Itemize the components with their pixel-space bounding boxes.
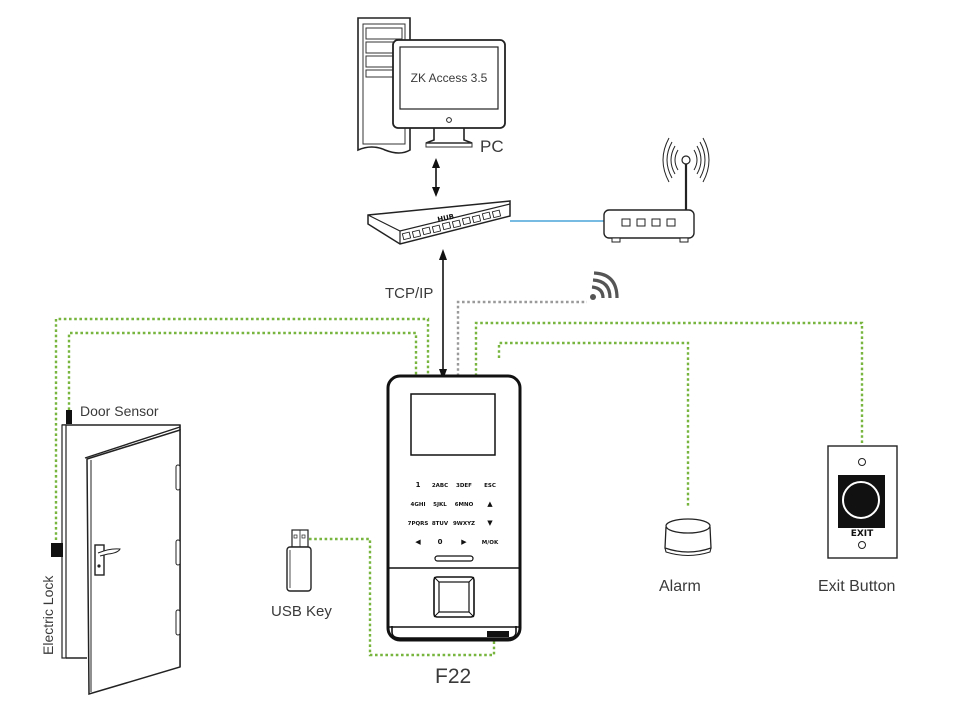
- wire-door-sensor: [67, 331, 418, 410]
- pc-screen: [399, 46, 499, 110]
- door: Door Sensor Electric Lock: [40, 403, 181, 696]
- keypad-key: 0: [438, 538, 443, 546]
- wire-electric-lock: [54, 317, 430, 540]
- exit-face-text: EXIT: [851, 529, 874, 539]
- alarm-label: Alarm: [659, 578, 701, 595]
- alarm: Alarm: [659, 518, 712, 595]
- arrow-pc-hub: [432, 158, 440, 197]
- keypad-key: 7PQRS: [408, 521, 429, 527]
- keypad-key: ▲: [487, 500, 493, 508]
- pc-screen-text: ZK Access 3.5: [411, 71, 488, 85]
- keypad-key: ◀: [415, 538, 421, 546]
- hub-ports: [401, 209, 502, 241]
- router: [603, 137, 710, 243]
- hub: HUB: [367, 200, 511, 245]
- keypad-key: 3DEF: [456, 483, 472, 489]
- electric-lock-label: Electric Lock: [40, 575, 56, 655]
- keypad-key: 2ABC: [432, 483, 448, 489]
- door-sensor-block: [66, 410, 72, 424]
- keypad-key: ▶: [461, 538, 467, 546]
- keypad-key: ESC: [484, 483, 496, 489]
- wire-exit-button: [474, 321, 864, 446]
- router-signal-icon: [662, 137, 710, 183]
- wire-alarm: [497, 341, 690, 506]
- electric-lock-block: [51, 543, 63, 557]
- exit-button-label: Exit Button: [818, 578, 895, 595]
- f22-label: F22: [435, 665, 471, 688]
- fingerprint-sensor: [433, 576, 475, 618]
- wires: [54, 220, 864, 657]
- keypad-key: 4GHI: [411, 502, 426, 508]
- door-sensor-label: Door Sensor: [80, 403, 159, 419]
- door-handle: [94, 544, 121, 576]
- usb-key-label: USB Key: [271, 603, 332, 620]
- wire-wifi: [456, 300, 587, 376]
- wifi-icon: [590, 271, 619, 300]
- pc-label: PC: [480, 137, 504, 156]
- wire-usb: [309, 537, 496, 657]
- usb-key: USB Key: [271, 529, 332, 620]
- keypad-key: M/OK: [482, 540, 499, 546]
- exit-button: EXIT Exit Button: [818, 445, 898, 595]
- pc-tower: [357, 17, 411, 154]
- keypad-key: 1: [416, 481, 421, 489]
- keypad-key: 8TUV: [432, 521, 449, 527]
- keypad-key: 6MNO: [455, 502, 474, 508]
- keypad-key: 5JKL: [433, 502, 447, 508]
- f22-screen: [410, 393, 496, 456]
- arrow-tcpip: TCP/IP: [385, 249, 447, 380]
- keypad-key: 9WXYZ: [453, 521, 475, 527]
- keypad-key: ▼: [487, 519, 493, 527]
- tcpip-label: TCP/IP: [385, 285, 433, 302]
- pc: ZK Access 3.5 PC: [357, 17, 506, 156]
- hub-label: HUB: [437, 213, 455, 224]
